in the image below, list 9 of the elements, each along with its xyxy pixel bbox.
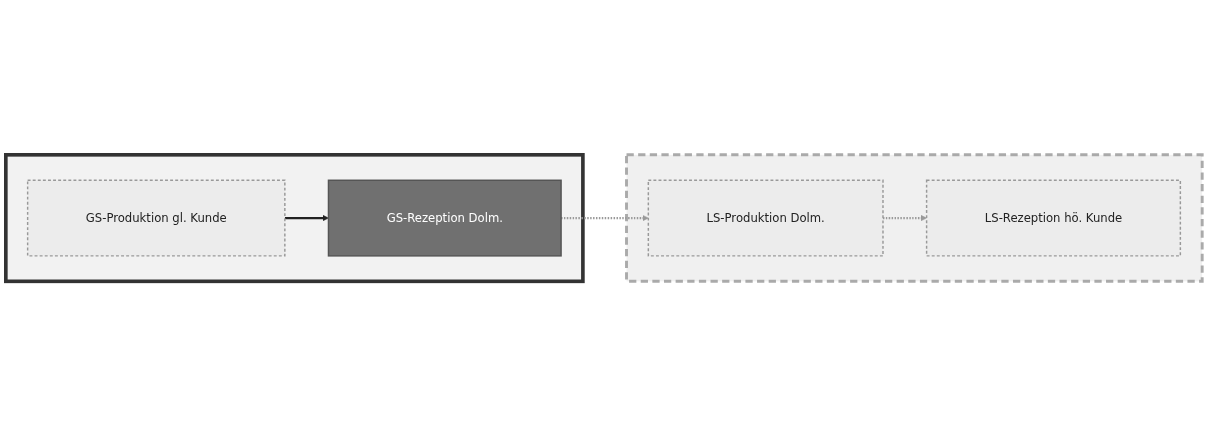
node-box: GS-Rezeption Dolm. (327, 179, 562, 258)
node-box: LS-Rezeption hö. Kunde (925, 179, 1182, 258)
cluster (625, 153, 1204, 284)
arrow (284, 215, 329, 222)
node-box: LS-Produktion Dolm. (647, 179, 884, 258)
node-box: GS-Produktion gl. Kunde (26, 179, 286, 258)
cluster (4, 153, 585, 284)
arrow (561, 215, 649, 222)
arrow (883, 215, 927, 222)
